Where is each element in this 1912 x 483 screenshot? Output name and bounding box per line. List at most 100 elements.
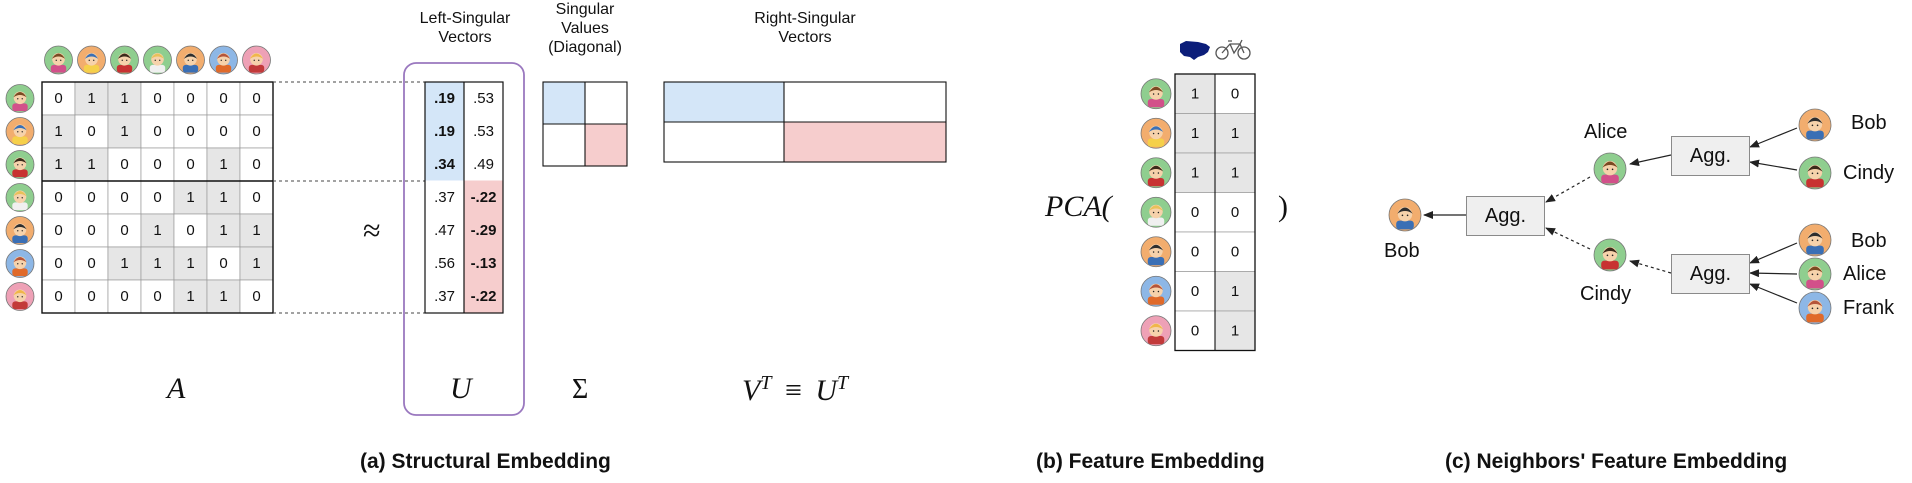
avatar-hair bbox=[216, 53, 231, 59]
adjacency-value: 0 bbox=[186, 156, 194, 173]
adjacency-value: 0 bbox=[54, 189, 62, 206]
vt-equation: VT ≡ UT bbox=[742, 372, 848, 408]
row-avatar-icon bbox=[5, 117, 35, 146]
adjacency-value: 0 bbox=[252, 123, 260, 140]
avatar-hair bbox=[1397, 207, 1413, 214]
avatar-shirt bbox=[1147, 99, 1165, 108]
vt-sup-1: T bbox=[760, 372, 772, 394]
adjacency-value: 1 bbox=[252, 255, 260, 272]
avatar-shirt bbox=[215, 64, 232, 73]
feature-value: 1 bbox=[1231, 283, 1239, 300]
caption-feature-embedding: (b) Feature Embedding bbox=[1036, 450, 1265, 473]
avatar-eye bbox=[17, 164, 19, 166]
avatar-shirt bbox=[1147, 138, 1165, 147]
adjacency-cell bbox=[239, 246, 274, 281]
vt-sup-2: T bbox=[837, 372, 849, 394]
adjacency-value: 0 bbox=[153, 90, 161, 107]
arrow-alice-to-agg bbox=[1545, 176, 1591, 203]
frank-avatar-icon bbox=[1798, 291, 1832, 325]
avatar-eye bbox=[21, 296, 23, 298]
avatar-eye bbox=[1811, 307, 1814, 310]
matrix-u-label: U bbox=[450, 372, 472, 405]
column-avatar-icon bbox=[209, 45, 238, 75]
adjacency-value: 0 bbox=[186, 222, 194, 239]
avatar-eye bbox=[1606, 168, 1609, 171]
avatar-eye bbox=[60, 59, 62, 61]
avatar-hair bbox=[13, 124, 27, 131]
avatar-shirt bbox=[12, 169, 28, 178]
u-value: .47 bbox=[434, 222, 455, 239]
avatar-eye bbox=[1152, 330, 1155, 332]
adjacency-cell bbox=[239, 279, 274, 314]
avatar-eye bbox=[1611, 254, 1614, 257]
u-value: -.22 bbox=[471, 288, 497, 305]
avatar-eye bbox=[159, 59, 161, 61]
cindy-avatar-icon bbox=[1593, 238, 1627, 272]
adjacency-value: 1 bbox=[186, 255, 194, 272]
avatar-hair bbox=[249, 53, 264, 59]
adjacency-value: 0 bbox=[219, 123, 227, 140]
feature-value: 1 bbox=[1231, 164, 1239, 181]
feature-cell bbox=[1214, 231, 1256, 272]
avatar-hair bbox=[1807, 165, 1823, 172]
avatar-hair bbox=[1807, 300, 1823, 307]
adjacency-value: 0 bbox=[87, 189, 95, 206]
adjacency-cell bbox=[239, 213, 274, 248]
avatar-eye bbox=[1157, 330, 1160, 332]
avatar-hair bbox=[1148, 284, 1164, 291]
feature-cell bbox=[1214, 192, 1256, 233]
adjacency-value: 0 bbox=[87, 123, 95, 140]
adjacency-cell bbox=[140, 114, 175, 149]
adjacency-value: 0 bbox=[153, 156, 161, 173]
adjacency-value: 0 bbox=[87, 288, 95, 305]
adjacency-value: 1 bbox=[252, 222, 260, 239]
feature-row-avatar-icon bbox=[1140, 157, 1172, 189]
vt-u: U bbox=[815, 374, 838, 407]
avatar-shirt bbox=[12, 202, 28, 211]
arrow-frank-to-agg bbox=[1749, 283, 1798, 304]
vt-cell bbox=[784, 122, 946, 162]
feature-value: 1 bbox=[1231, 125, 1239, 142]
adjacency-value: 0 bbox=[186, 123, 194, 140]
adjacency-value: 1 bbox=[120, 90, 128, 107]
avatar-hair bbox=[1148, 244, 1164, 251]
feature-cell bbox=[1214, 152, 1256, 193]
avatar-eye bbox=[225, 59, 227, 61]
alice-bottom-avatar-icon bbox=[1798, 257, 1832, 291]
adjacency-cell bbox=[107, 147, 142, 182]
row-avatar-icon bbox=[5, 84, 35, 113]
avatar-eye bbox=[258, 59, 260, 61]
u-value: .49 bbox=[473, 156, 494, 173]
adjacency-cell bbox=[74, 114, 109, 149]
avatar-eye bbox=[1816, 172, 1819, 175]
caption-structural-embedding: (a) Structural Embedding bbox=[360, 450, 611, 473]
avatar-shirt bbox=[248, 64, 265, 73]
u-value: .37 bbox=[434, 189, 455, 206]
avatar-hair bbox=[1148, 205, 1164, 212]
feature-row-avatar-icon bbox=[1140, 78, 1172, 110]
avatar-shirt bbox=[1396, 220, 1414, 230]
adjacency-value: 0 bbox=[186, 90, 194, 107]
u-value: .19 bbox=[434, 90, 455, 107]
sigma-cell bbox=[585, 124, 627, 166]
avatar-hair bbox=[1148, 126, 1164, 133]
u-cell bbox=[463, 147, 504, 182]
feature-value: 0 bbox=[1191, 283, 1199, 300]
adjacency-cell bbox=[140, 279, 175, 314]
adjacency-value: 1 bbox=[87, 90, 95, 107]
avatar-eye bbox=[1157, 132, 1160, 135]
avatar-eye bbox=[1152, 172, 1155, 174]
avatar-eye bbox=[1816, 239, 1819, 242]
name-frank: Frank bbox=[1843, 297, 1895, 319]
avatar-eye bbox=[1406, 214, 1409, 217]
neighbors-embedding-panel bbox=[1388, 108, 1832, 325]
feature-cell bbox=[1214, 310, 1256, 351]
adjacency-value: 0 bbox=[120, 222, 128, 239]
feature-cell bbox=[1174, 271, 1216, 312]
agg-box-center: Agg. bbox=[1466, 196, 1545, 236]
u-value: .53 bbox=[473, 90, 494, 107]
avatar-shirt bbox=[182, 64, 199, 73]
adjacency-value: 1 bbox=[153, 255, 161, 272]
vt-cell bbox=[664, 82, 784, 122]
